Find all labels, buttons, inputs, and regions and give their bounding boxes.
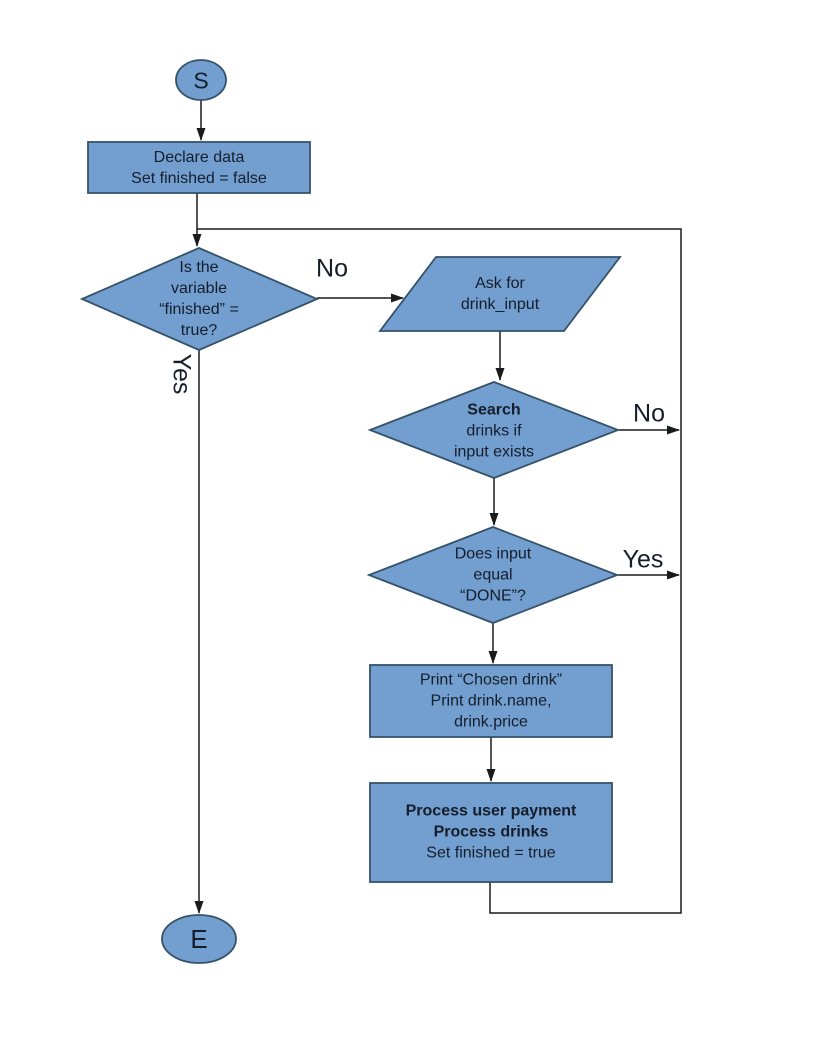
- finished-decision-diamond: [79, 247, 320, 351]
- print-process-box: [369, 664, 613, 738]
- ask-input-parallelogram: [378, 256, 622, 332]
- search-decision-diamond: [367, 381, 621, 479]
- payment-process-box: [369, 782, 613, 883]
- done-decision-diamond: [366, 526, 620, 624]
- declare-process-box: [87, 141, 311, 194]
- start-terminator: [175, 59, 227, 101]
- end-terminator: [161, 914, 237, 964]
- connector-loop-back: [197, 228, 682, 914]
